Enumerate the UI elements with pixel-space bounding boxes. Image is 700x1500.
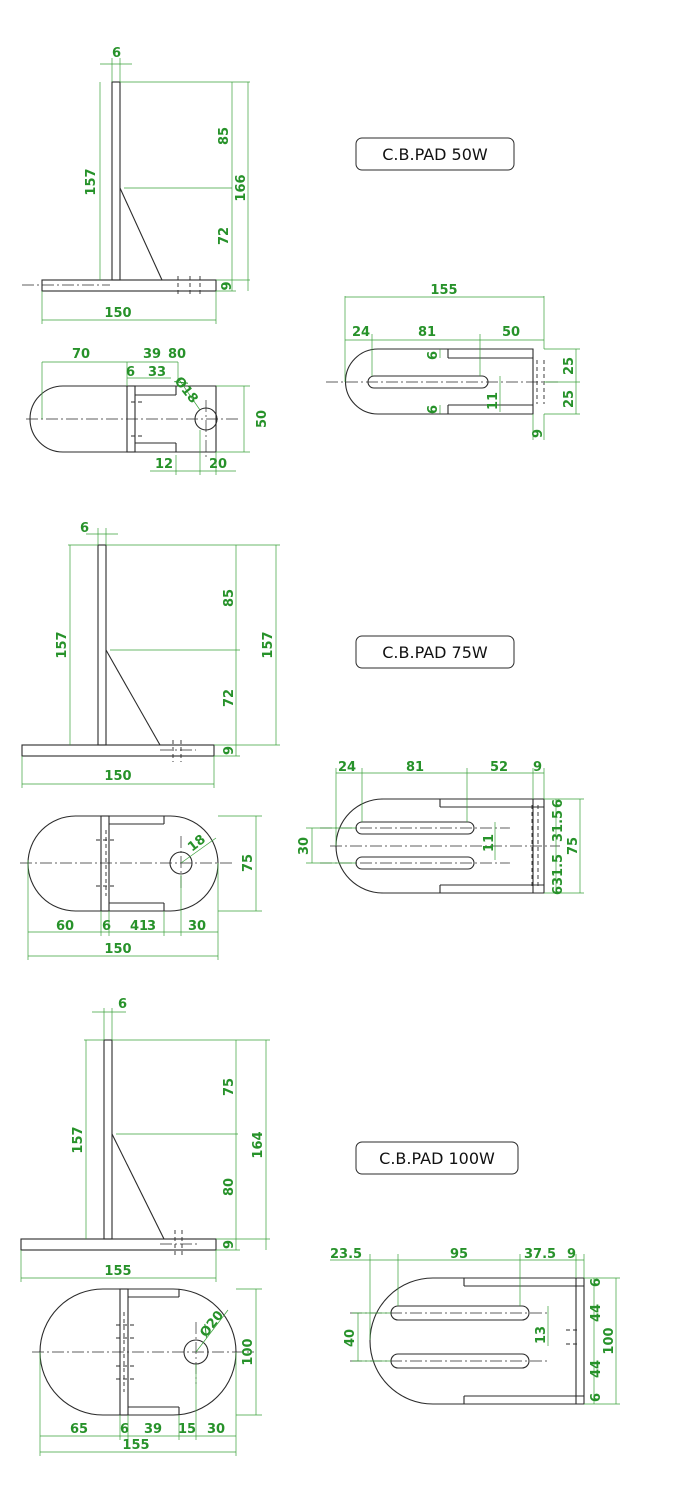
pad-50w-plan-view: 155 24 81 50 6 6 11 25 25 9 xyxy=(326,283,580,440)
pad-75w-top-view: 18 75 60 6 41 3 30 150 xyxy=(20,815,262,960)
dim-top-6: 6 xyxy=(102,919,111,934)
pad-75w-side-view: 6 157 85 72 157 9 150 xyxy=(21,521,280,788)
dim-total-height: 164 xyxy=(251,1131,266,1158)
dim-top-30: 30 xyxy=(188,919,206,934)
dim-top-15: 15 xyxy=(178,1422,196,1437)
dim-plan-315a: 31.5 xyxy=(551,810,566,842)
dim-side-length: 155 xyxy=(104,1264,131,1279)
dim-top-length: 150 xyxy=(104,942,131,957)
dim-top-30: 30 xyxy=(207,1422,225,1437)
dim-plan-315b: 31.5 xyxy=(551,854,566,886)
dim-plan-24: 24 xyxy=(352,325,370,340)
dim-top-33: 33 xyxy=(148,365,166,380)
dim-plan-total: 155 xyxy=(430,283,457,298)
dim-plan-44a: 44 xyxy=(589,1304,604,1322)
dim-top-width: 75 xyxy=(241,854,256,872)
dim-top-70: 70 xyxy=(72,347,90,362)
dim-plan-slot: 13 xyxy=(534,1326,549,1344)
dim-plan-375: 37.5 xyxy=(524,1247,556,1262)
dim-top-65: 65 xyxy=(70,1422,88,1437)
dim-total-height: 157 xyxy=(261,631,276,658)
dim-plan-81: 81 xyxy=(406,760,424,775)
pad-100w-top-view: Ø20 100 65 6 39 15 30 155 xyxy=(32,1288,262,1456)
dim-base-thickness: 9 xyxy=(222,1240,237,1249)
dim-top-width: 50 xyxy=(255,410,270,428)
pad-50w-label-box: C.B.PAD 50W xyxy=(355,137,515,171)
pad-50w-group: 6 157 85 72 166 9 150 xyxy=(22,46,580,475)
pad-50w-top-view: 70 39 80 6 33 Ø18 50 12 20 xyxy=(26,347,270,475)
dim-plan-9: 9 xyxy=(533,760,542,775)
pad-100w-plan-view: 23.5 95 37.5 9 40 13 6 44 44 6 100 xyxy=(330,1247,620,1405)
pad-100w-group: 6 157 75 80 164 9 155 xyxy=(20,997,620,1456)
dim-plan-slot: 11 xyxy=(486,392,501,410)
dim-top-6: 6 xyxy=(120,1422,129,1437)
dim-plan-6a: 6 xyxy=(426,351,441,360)
dim-top-6: 6 xyxy=(126,365,135,380)
dim-base-thickness: 9 xyxy=(222,746,237,755)
dim-plan-40: 40 xyxy=(343,1329,358,1347)
dim-plan-6b: 6 xyxy=(589,1393,604,1402)
dim-plan-slot: 11 xyxy=(482,834,497,852)
dim-plan-75: 75 xyxy=(566,837,581,855)
dim-top-80: 80 xyxy=(168,347,186,362)
dim-top-39: 39 xyxy=(143,347,161,362)
dim-hole-diameter: Ø18 xyxy=(171,374,201,406)
dim-plan-50: 50 xyxy=(502,325,520,340)
dim-plan-24: 24 xyxy=(338,760,356,775)
dim-top-width: 100 xyxy=(241,1338,256,1365)
dim-plan-6b: 6 xyxy=(551,886,566,895)
dim-top-41: 41 xyxy=(130,919,148,934)
dim-side-height: 157 xyxy=(71,1126,86,1153)
dim-plan-9: 9 xyxy=(567,1247,576,1262)
dim-side-height: 157 xyxy=(55,631,70,658)
dim-side-length: 150 xyxy=(104,306,131,321)
pad-75w-plan-view: 24 81 52 9 30 11 6 31.5 31.5 6 75 xyxy=(297,760,584,895)
dim-thickness: 6 xyxy=(118,997,127,1012)
dim-plan-95: 95 xyxy=(450,1247,468,1262)
dim-lower-height: 80 xyxy=(222,1178,237,1196)
pad-50w-title: C.B.PAD 50W xyxy=(382,145,488,164)
dim-side-length: 150 xyxy=(104,769,131,784)
dim-thickness: 6 xyxy=(112,46,121,61)
dim-base-thickness: 9 xyxy=(220,281,235,290)
pad-75w-title: C.B.PAD 75W xyxy=(382,643,488,662)
pad-100w-label-box: C.B.PAD 100W xyxy=(355,1141,519,1175)
pad-75w-label-box: C.B.PAD 75W xyxy=(355,635,515,669)
dim-plan-6a: 6 xyxy=(589,1278,604,1287)
dim-top-12: 12 xyxy=(155,457,173,472)
dim-upper-height: 85 xyxy=(217,127,232,145)
dim-top-39: 39 xyxy=(144,1422,162,1437)
dim-plan-6a: 6 xyxy=(551,799,566,808)
dim-plan-25b: 25 xyxy=(562,390,577,408)
dim-side-height: 157 xyxy=(84,168,99,195)
dim-plan-52: 52 xyxy=(490,760,508,775)
dim-plan-30: 30 xyxy=(297,837,312,855)
dim-total-height: 166 xyxy=(234,174,249,201)
dim-hole-diameter: 18 xyxy=(185,832,208,855)
dim-top-20: 20 xyxy=(209,457,227,472)
dim-lower-height: 72 xyxy=(222,689,237,707)
pad-50w-side-view: 6 157 85 72 166 9 150 xyxy=(22,46,250,324)
dim-upper-height: 75 xyxy=(222,1078,237,1096)
dim-top-60: 60 xyxy=(56,919,74,934)
dim-plan-235: 23.5 xyxy=(330,1247,362,1262)
dim-upper-height: 85 xyxy=(222,589,237,607)
dim-top-3: 3 xyxy=(147,919,156,934)
dim-thickness: 6 xyxy=(80,521,89,536)
dim-plan-81: 81 xyxy=(418,325,436,340)
dim-plan-6b: 6 xyxy=(426,405,441,414)
dim-plan-100: 100 xyxy=(602,1327,617,1354)
dim-top-length: 155 xyxy=(122,1438,149,1453)
dim-plan-9: 9 xyxy=(531,429,546,438)
dim-plan-44b: 44 xyxy=(589,1360,604,1378)
pad-100w-side-view: 6 157 75 80 164 9 155 xyxy=(20,997,270,1282)
pad-100w-title: C.B.PAD 100W xyxy=(379,1149,495,1168)
dim-lower-height: 72 xyxy=(217,227,232,245)
dim-plan-25a: 25 xyxy=(562,357,577,375)
pad-75w-group: 6 157 85 72 157 9 150 xyxy=(20,521,584,960)
